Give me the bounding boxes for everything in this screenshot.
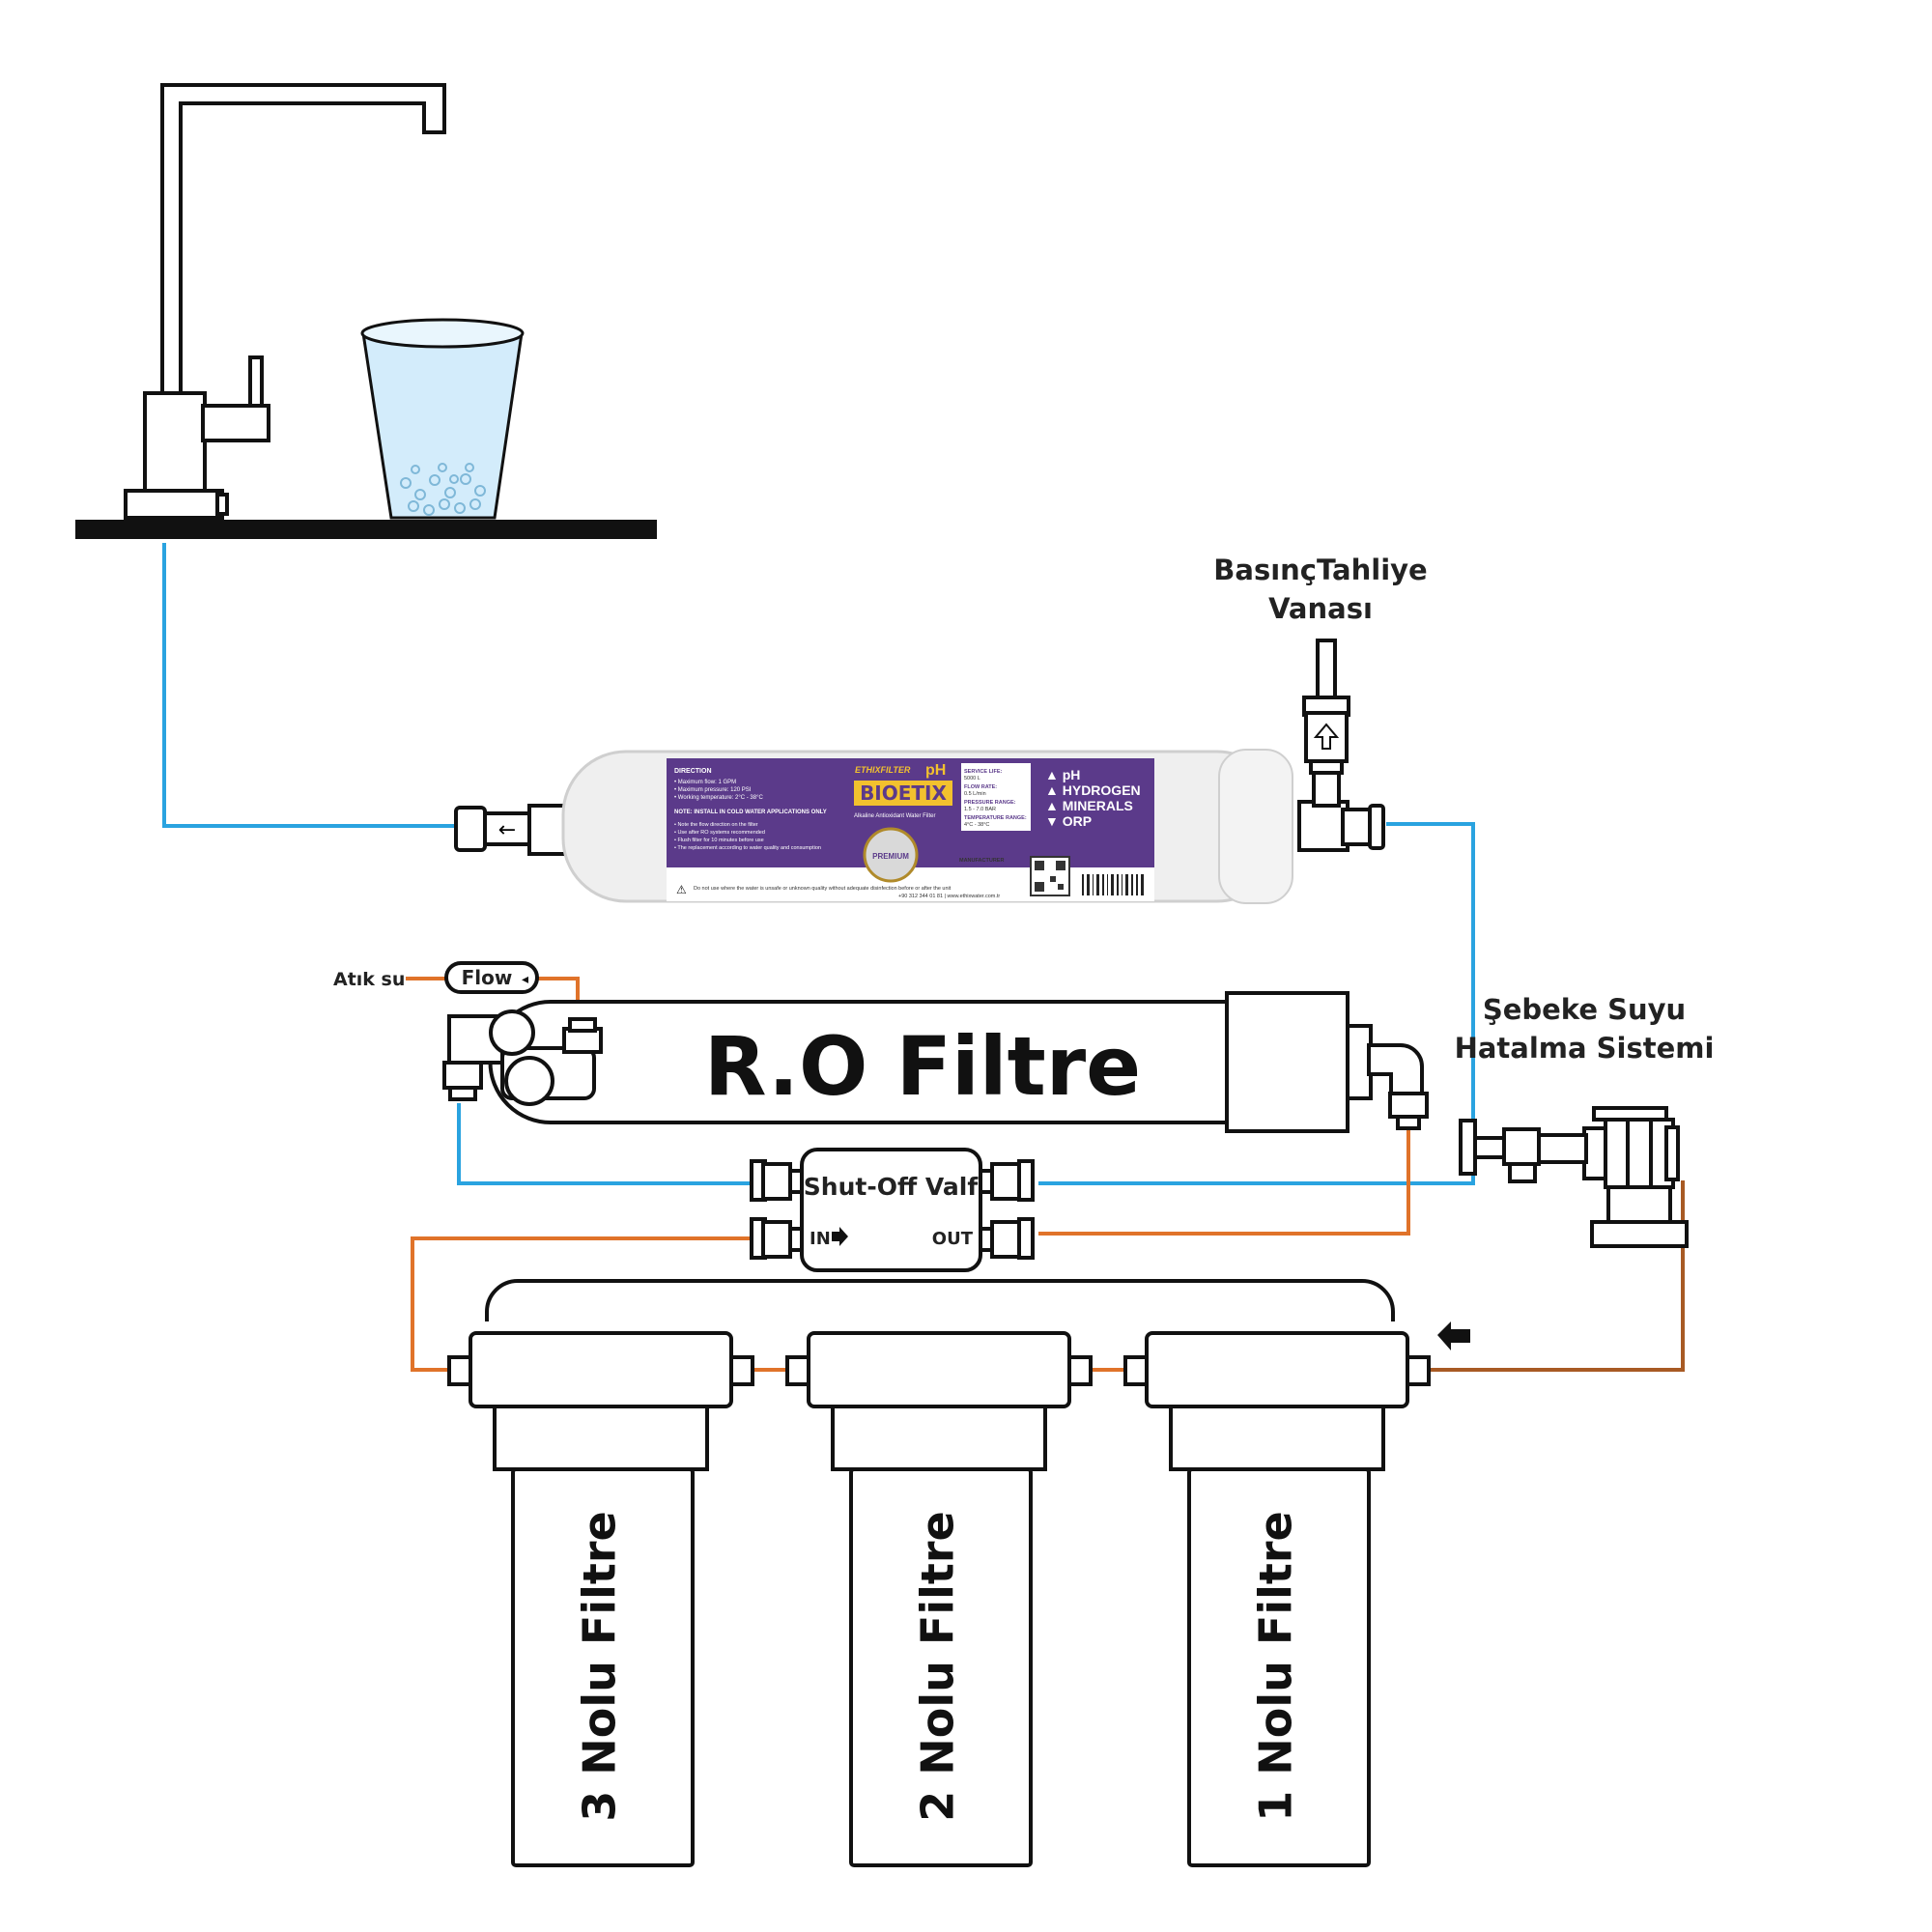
pipe-faucet-to-inline (162, 543, 454, 828)
label-manufacturer: MANUFACTURER (959, 858, 1004, 864)
pipe-shutoff-in-from-filter3 (411, 1236, 758, 1372)
label-spec: 5000 L (964, 776, 980, 781)
shutoff-out-label: OUT (932, 1229, 974, 1249)
pipe-inline-to-shutoff (1038, 822, 1475, 1185)
pressure-valve-label-line2: Vanası (1268, 592, 1373, 625)
label-product-name: BIOETIX (860, 781, 947, 805)
label-spec: SERVICE LIFE: (964, 769, 1002, 775)
waste-water-label: Atık su (333, 969, 405, 990)
label-direction-item: • Maximum flow: 1 GPM (674, 780, 736, 785)
flow-restrictor: Flow ◂ (444, 961, 539, 994)
flow-label: Flow (462, 966, 513, 989)
label-subtitle: Alkaline Antioxidant Water Filter (854, 813, 935, 819)
label-feature: ▼ ORP (1045, 813, 1092, 829)
city-water-inlet-valve (1459, 1106, 1689, 1248)
filter-stages: 3 Nolu Filtre 2 Nolu Filtre 1 Nolu Filtr… (447, 1279, 1470, 1867)
barcode-icon (1082, 874, 1144, 895)
label-direction-item: • Maximum pressure: 120 PSI (674, 787, 752, 793)
ro-filter-membrane (442, 991, 1429, 1133)
label-spec: PRESSURE RANGE: (964, 800, 1016, 806)
qr-code-icon (1030, 856, 1070, 896)
label-feature: ▲ pH (1045, 767, 1080, 782)
ro-filter-label: R.O Filtre (704, 1019, 1141, 1114)
in-arrow-icon (832, 1227, 848, 1246)
flow-direction-icon: ◂ (522, 972, 528, 987)
up-arrow-icon (1313, 723, 1340, 750)
faucet (124, 83, 446, 520)
city-water-label-line2: Hatalma Sistemi (1455, 1032, 1715, 1065)
label-spec: FLOW RATE: (964, 784, 997, 790)
shutoff-valve-label: Shut-Off Valf (804, 1173, 980, 1201)
shutoff-in-label: IN (810, 1229, 831, 1249)
label-brand: ETHIXFILTER (855, 765, 911, 775)
label-spec: 1.5 - 7.0 BAR (964, 807, 996, 812)
inlet-arrow-icon (1437, 1321, 1470, 1350)
countertop (75, 520, 657, 539)
city-water-label-line1: Şebeke Suyu (1483, 993, 1686, 1026)
premium-seal-icon: PREMIUM (863, 827, 919, 883)
pressure-relief-valve (1302, 639, 1350, 808)
shutoff-valve: Shut-Off Valf IN OUT (750, 1148, 1035, 1272)
label-premium: PREMIUM (872, 852, 909, 861)
pressure-valve-label-line1: BasınçTahliye (1213, 554, 1427, 586)
filter-1-label: 1 Nolu Filtre (1250, 1511, 1302, 1821)
flow-arrow-icon: ← (498, 818, 516, 842)
pipe-ro-to-shutoff (457, 1103, 758, 1185)
label-direction-title: DIRECTION (674, 768, 712, 775)
label-note-title: NOTE: INSTALL IN COLD WATER APPLICATIONS… (674, 810, 827, 815)
label-spec: TEMPERATURE RANGE: (964, 815, 1027, 821)
water-glass-icon (360, 318, 525, 520)
label-note-item: • Use after RO systems recommended (674, 830, 765, 836)
inline-filter-bioetix: ← DIRECTION • Maximum flow: 1 GPM • Maxi… (454, 749, 1385, 904)
pipes (162, 543, 1685, 1372)
label-warning: Do not use where the water is unsafe or … (694, 886, 952, 892)
pipe-shutoff-out-to-ro (1038, 1128, 1410, 1236)
label-contact: +90 312 344 01 81 | www.ethixwater.com.t… (898, 894, 1000, 899)
label-spec: 0.5 L/min (964, 791, 986, 797)
label-note-item: • Flush filter for 10 minutes before use (674, 838, 764, 843)
filter-3-label: 3 Nolu Filtre (574, 1511, 626, 1821)
label-feature: ▲ MINERALS (1045, 798, 1133, 813)
label-note-item: • The replacement according to water qua… (674, 845, 821, 851)
filter-2-label: 2 Nolu Filtre (912, 1511, 964, 1821)
label-ph: pH (925, 762, 946, 779)
warning-icon: ⚠ (676, 883, 687, 896)
label-spec: 4°C - 38°C (964, 822, 989, 828)
label-note-item: • Note the flow direction on the filter (674, 822, 758, 828)
label-direction-item: • Working temperature: 2°C - 38°C (674, 795, 763, 801)
label-feature: ▲ HYDROGEN (1045, 782, 1141, 798)
